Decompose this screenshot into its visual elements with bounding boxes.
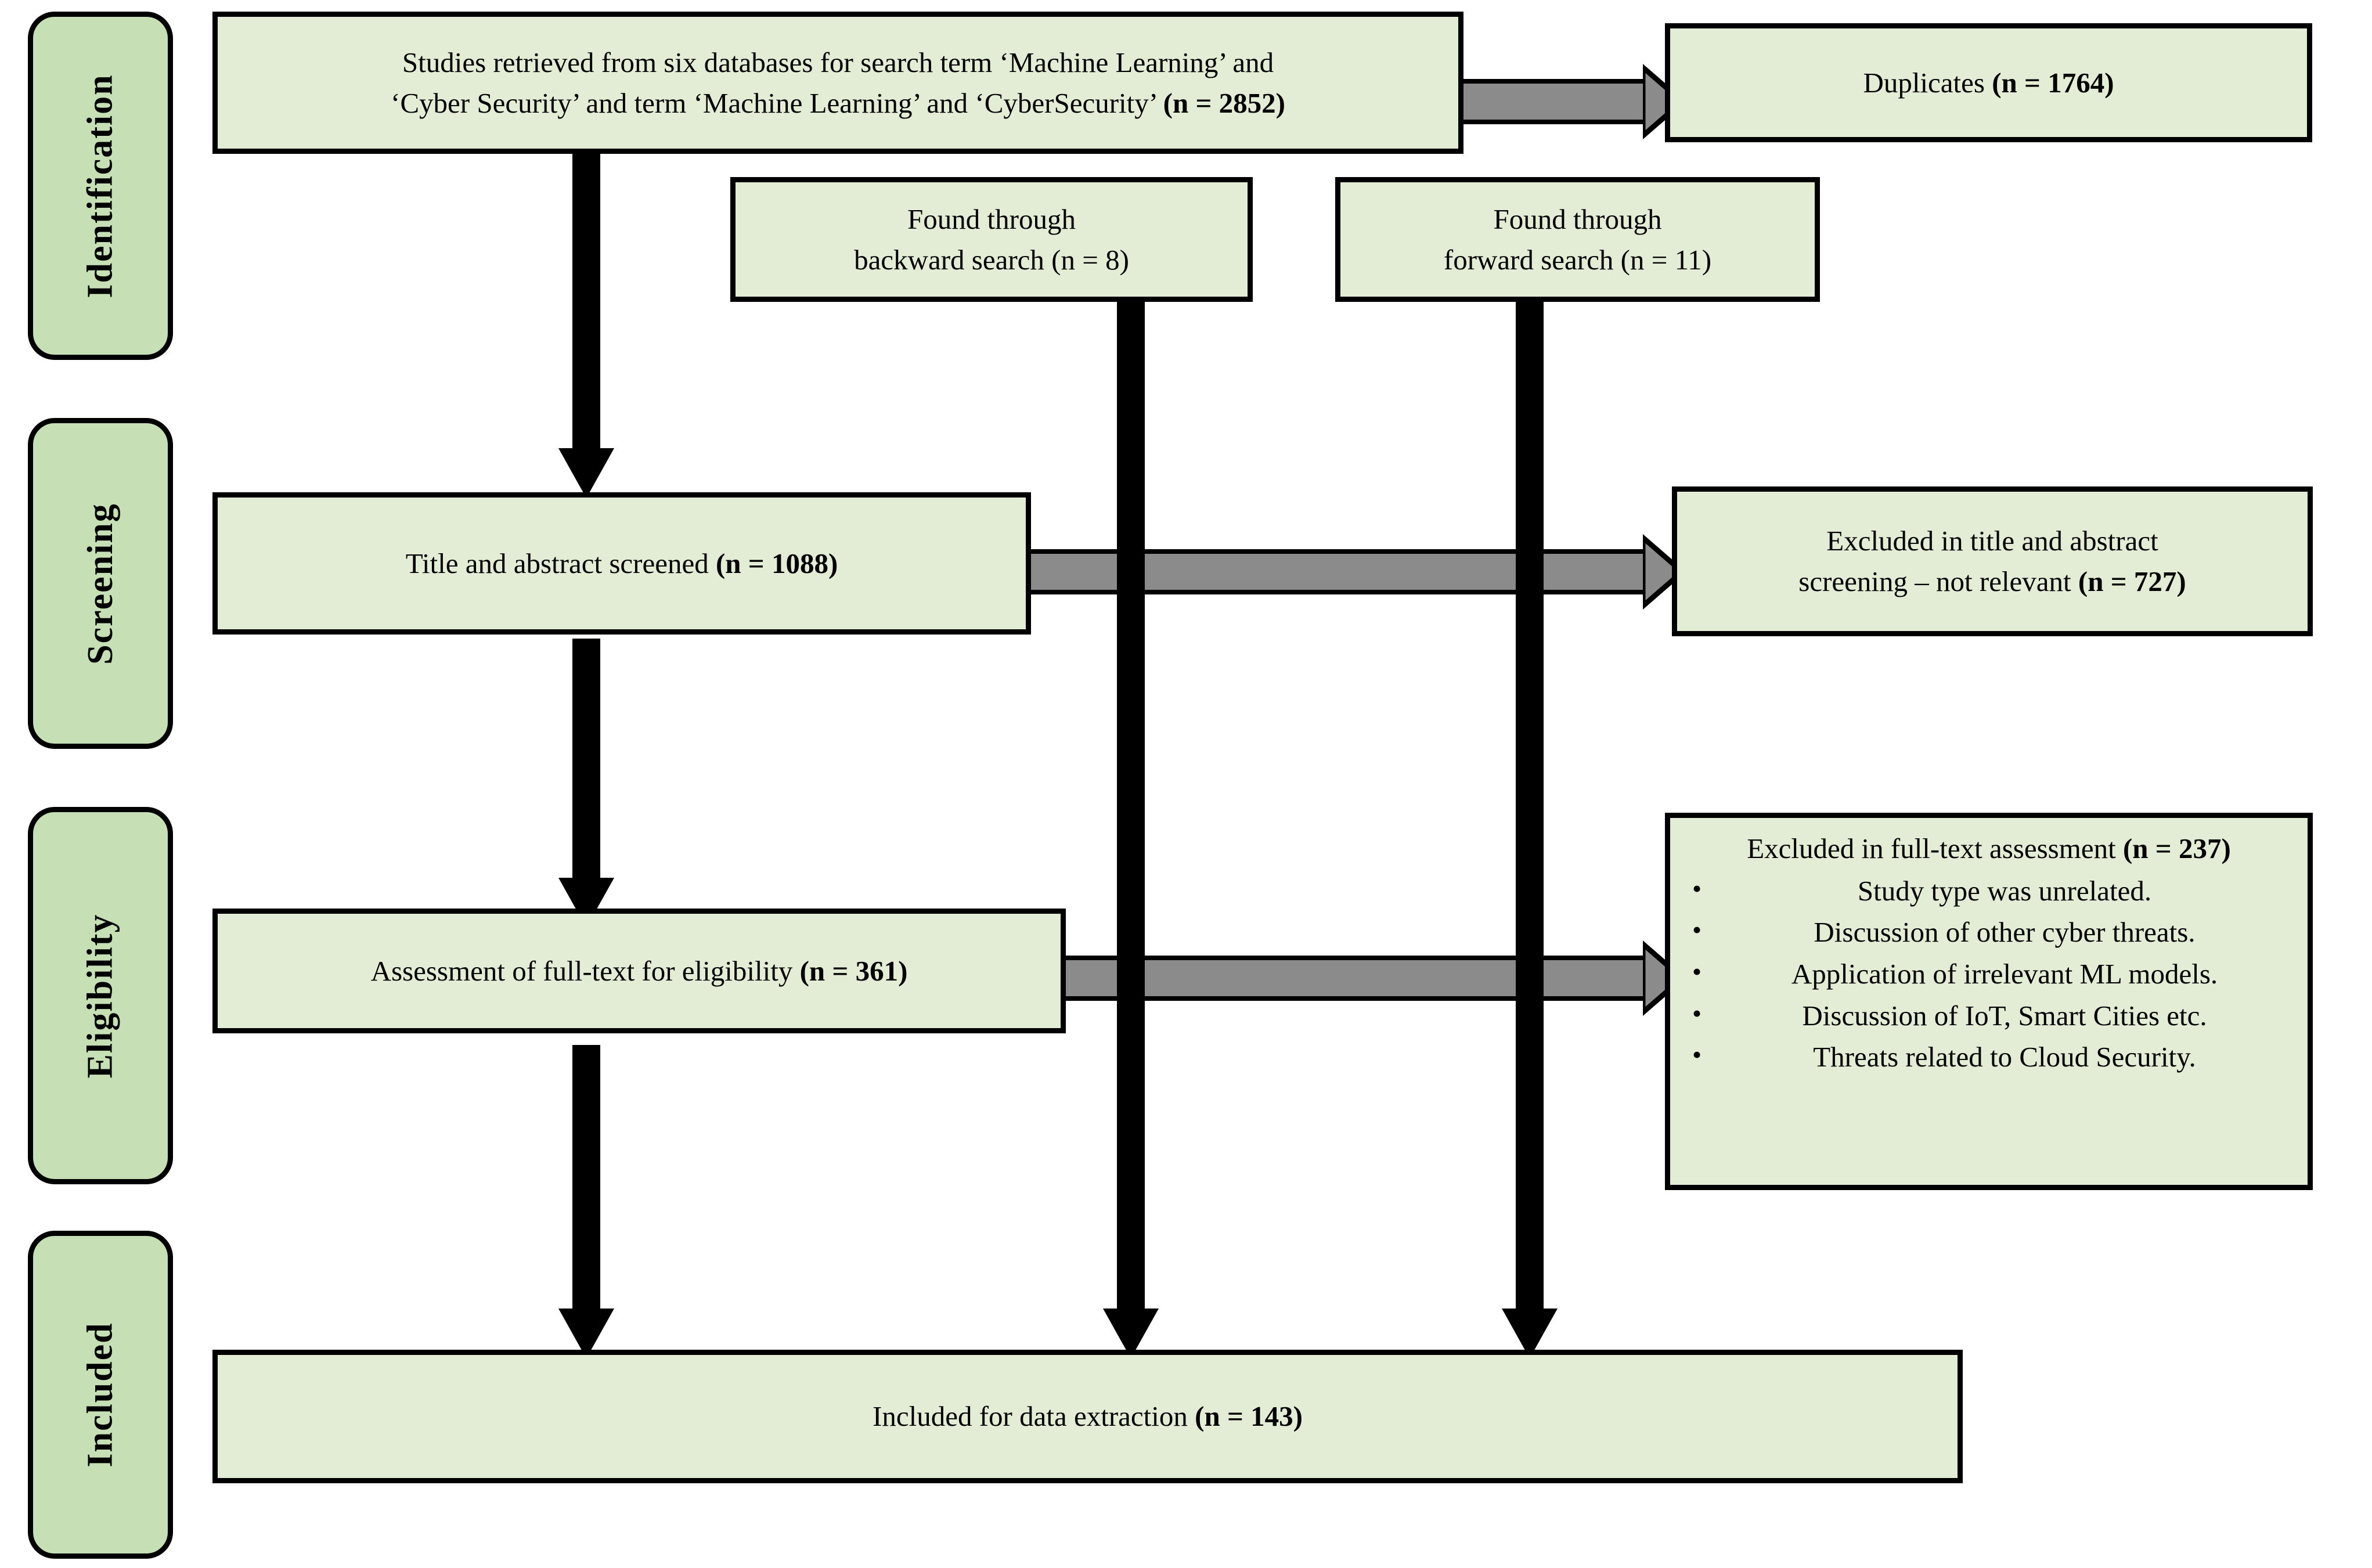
box-included-extraction: Included for data extraction (n = 143) [212, 1350, 1963, 1483]
box-forward-search: Found through forward search (n = 11) [1335, 177, 1820, 302]
list-item: Study type was unrelated. [1692, 871, 2292, 910]
records-retrieved-line1: Studies retrieved from six databases for… [402, 46, 1274, 78]
arrow-retrieved-to-screened [557, 150, 615, 498]
phase-eligibility-label: Eligibility [80, 913, 120, 1078]
box-excluded-title-abstract: Excluded in title and abstract screening… [1672, 486, 2313, 636]
box-duplicates: Duplicates (n = 1764) [1665, 23, 2312, 142]
screened-label: Title and abstract screened [405, 547, 716, 579]
excluded-fulltext-reason-list: Study type was unrelated. Discussion of … [1685, 871, 2292, 1076]
arrow-fulltext-to-included [557, 1045, 615, 1358]
arrow-retrieved-to-duplicates [1451, 64, 1684, 139]
included-label: Included for data extraction [873, 1400, 1195, 1433]
excluded-fulltext-heading: Excluded in full-text assessment (n = 23… [1685, 830, 2292, 868]
arrowhead-right-icon [1643, 64, 1684, 139]
records-retrieved-count: (n = 2852) [1163, 86, 1285, 119]
arrow-fulltext-to-excluded [1057, 940, 1684, 1016]
list-item: Threats related to Cloud Security. [1692, 1037, 2292, 1076]
phase-screening-label: Screening [80, 502, 120, 665]
excluded-fulltext-heading-text: Excluded in full-text assessment [1747, 832, 2123, 864]
duplicates-label: Duplicates [1863, 66, 1992, 99]
list-item: Application of irrelevant ML models. [1692, 954, 2292, 993]
box-excluded-fulltext: Excluded in full-text assessment (n = 23… [1665, 813, 2313, 1190]
duplicates-count: (n = 1764) [1992, 66, 2114, 99]
phase-identification: Identification [28, 12, 173, 360]
excluded-screening-line2: screening – not relevant [1798, 565, 2078, 597]
excluded-screening-count: (n = 727) [2078, 565, 2186, 597]
included-count: (n = 143) [1195, 1400, 1303, 1433]
arrow-backward-search-to-included [1102, 287, 1160, 1358]
screened-count: (n = 1088) [715, 547, 838, 579]
forward-search-line1: Found through [1493, 203, 1662, 235]
backward-search-line1: Found through [907, 203, 1076, 235]
arrowhead-right-icon [1643, 534, 1684, 610]
forward-search-line2: forward search (n = 11) [1443, 243, 1712, 276]
records-retrieved-line2: ‘Cyber Security’ and term ‘Machine Learn… [391, 86, 1163, 119]
phase-screening: Screening [28, 418, 173, 749]
box-backward-search: Found through backward search (n = 8) [730, 177, 1253, 302]
phase-identification-label: Identification [80, 73, 120, 298]
fulltext-count: (n = 361) [799, 954, 908, 987]
list-item: Discussion of other cyber threats. [1692, 913, 2292, 951]
arrow-screened-to-fulltext [557, 639, 615, 928]
box-title-abstract-screened: Title and abstract screened (n = 1088) [212, 492, 1031, 635]
fulltext-label: Assessment of full-text for eligibility [370, 954, 800, 987]
arrowhead-down-icon [558, 448, 614, 498]
box-records-retrieved: Studies retrieved from six databases for… [212, 12, 1463, 154]
phase-eligibility: Eligibility [28, 807, 173, 1184]
list-item: Discussion of IoT, Smart Cities etc. [1692, 996, 2292, 1034]
excluded-fulltext-count: (n = 237) [2122, 832, 2231, 864]
backward-search-line2: backward search (n = 8) [854, 243, 1129, 276]
phase-included-label: Included [80, 1322, 120, 1468]
phase-included: Included [28, 1231, 173, 1559]
arrow-forward-search-to-included [1501, 287, 1559, 1358]
arrowhead-right-icon [1643, 940, 1684, 1016]
excluded-screening-line1: Excluded in title and abstract [1826, 525, 2158, 557]
box-fulltext-assessed: Assessment of full-text for eligibility … [212, 909, 1066, 1033]
